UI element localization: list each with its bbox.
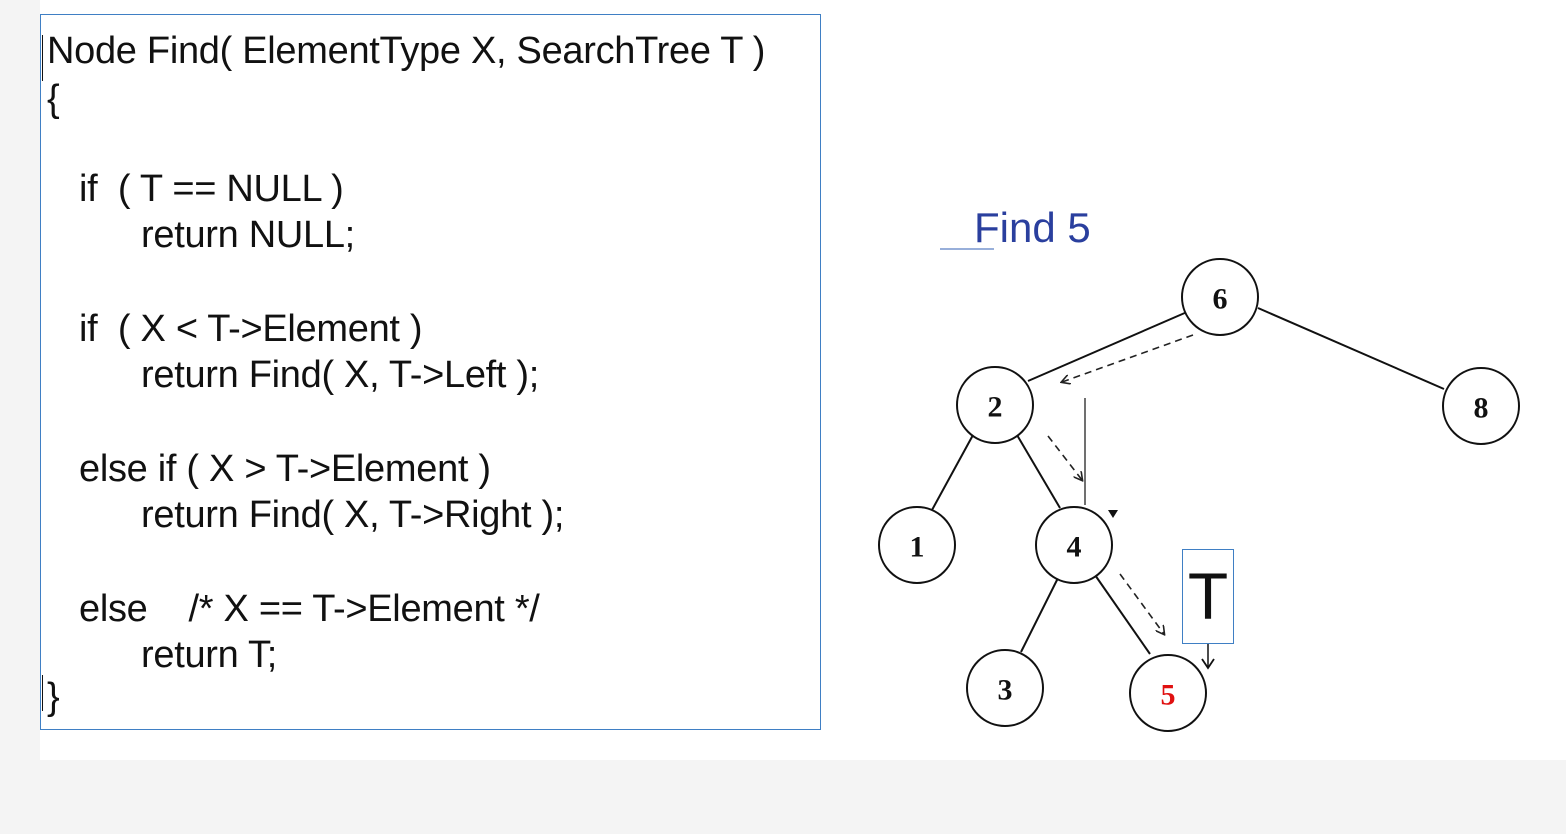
code-line-return-left: return Find( X, T->Left ); xyxy=(141,354,540,396)
code-line-open-brace: { xyxy=(47,78,60,120)
code-line-signature: Node Find( ElementType X, SearchTree T ) xyxy=(47,30,766,72)
node-4: 4 xyxy=(1035,506,1113,584)
edge-2-1 xyxy=(931,434,974,511)
code-panel: Node Find( ElementType X, SearchTree T )… xyxy=(40,14,821,730)
edge-4-3 xyxy=(1020,577,1059,653)
svg-text:1: 1 xyxy=(910,531,925,564)
code-line-return-right: return Find( X, T->Right ); xyxy=(141,494,565,536)
svg-text:4: 4 xyxy=(1067,531,1082,564)
annotation-arrow-tip xyxy=(1108,510,1118,518)
code-line-close-brace: } xyxy=(47,676,60,718)
svg-text:8: 8 xyxy=(1474,392,1489,425)
svg-text:5: 5 xyxy=(1161,679,1176,712)
pointer-arrow-head xyxy=(1201,658,1215,670)
edge-6-2 xyxy=(1027,311,1188,382)
search-arrow-2-to-4 xyxy=(1047,435,1082,480)
edge-4-5 xyxy=(1094,574,1151,655)
svg-text:6: 6 xyxy=(1213,283,1228,316)
pointer-t-label: T xyxy=(1182,549,1234,644)
bottom-margin-strip xyxy=(0,760,1566,834)
code-line-else-equal: else /* X == T->Element */ xyxy=(79,588,540,630)
svg-text:3: 3 xyxy=(998,674,1013,707)
code-line-return-t: return T; xyxy=(141,634,277,676)
code-line-return-null: return NULL; xyxy=(141,214,355,256)
edge-6-8 xyxy=(1257,307,1445,390)
svg-text:2: 2 xyxy=(988,391,1003,424)
node-5-target: 5 xyxy=(1129,654,1207,732)
node-1: 1 xyxy=(878,506,956,584)
diagram-title: Find 5 xyxy=(974,204,1091,251)
code-line-if-less: if ( X < T->Element ) xyxy=(79,308,423,350)
code-line-else-if-greater: else if ( X > T->Element ) xyxy=(79,448,491,490)
node-8: 8 xyxy=(1442,367,1520,445)
node-3: 3 xyxy=(966,649,1044,727)
edge-2-4 xyxy=(1016,434,1061,509)
text-cursor xyxy=(42,35,43,81)
node-2: 2 xyxy=(956,366,1034,444)
left-margin-strip xyxy=(0,0,40,834)
node-6: 6 xyxy=(1181,258,1259,336)
text-cursor-end xyxy=(42,675,43,711)
code-line-if-null: if ( T == NULL ) xyxy=(79,168,344,210)
search-arrow-4-to-5 xyxy=(1119,573,1164,634)
